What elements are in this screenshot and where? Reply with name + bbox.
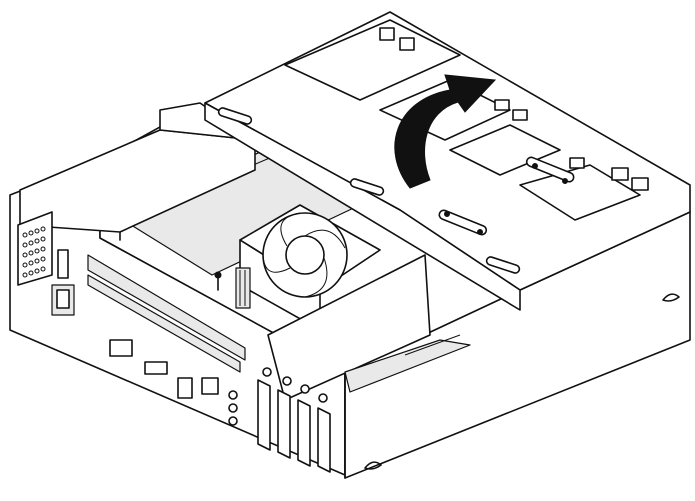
cpu-fan [214,204,381,331]
usb-ports [177,377,193,399]
audio-jack [228,390,238,400]
rear-io-panel [17,211,331,473]
psu-vent-grille [22,226,46,278]
drive-bay-bracket [204,11,691,311]
side-handles [364,293,680,470]
rear-vent-grid [87,254,246,373]
slot-cover [257,379,271,451]
rotate-up-arrow [394,74,497,189]
vga-port [144,361,168,375]
dvi-port [109,339,133,357]
ethernet-port [201,377,219,395]
expansion-card [267,254,471,401]
